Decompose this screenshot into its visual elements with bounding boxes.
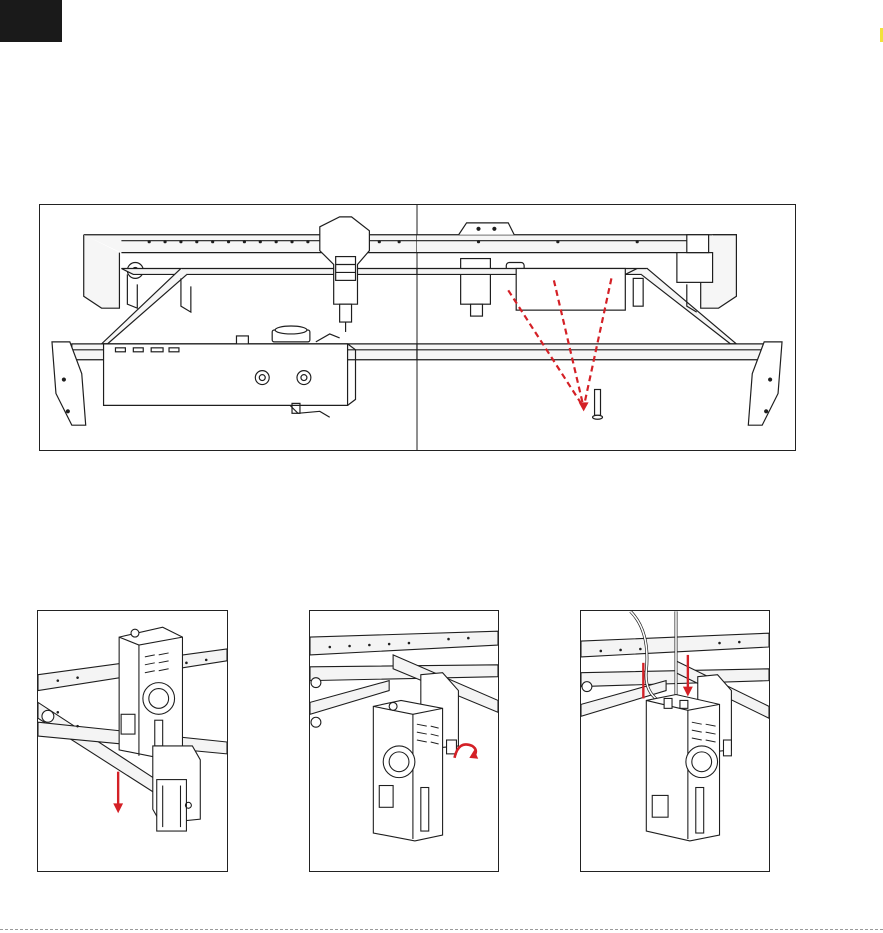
down-arrow-icon	[113, 772, 123, 814]
slide-module-illustration	[38, 611, 227, 871]
connect-cables-illustration	[581, 611, 769, 871]
page-bottom-rule	[0, 929, 883, 930]
tighten-knob-illustration	[310, 611, 498, 871]
rotate-arrow-icon	[454, 744, 478, 758]
figure-step-tighten-knob	[309, 610, 499, 872]
frame-overview-illustration	[40, 205, 795, 450]
figure-step-connect-cables	[580, 610, 770, 872]
figure-frame-overview	[39, 204, 796, 451]
page-tab-marker	[0, 0, 62, 42]
figure-step-slide-module	[37, 610, 228, 872]
